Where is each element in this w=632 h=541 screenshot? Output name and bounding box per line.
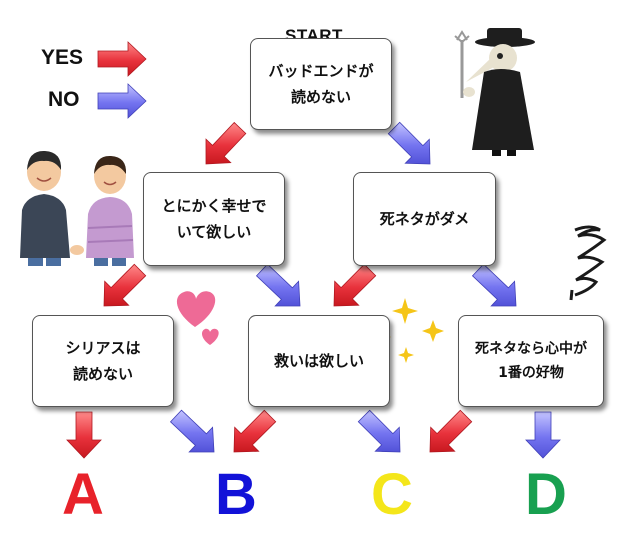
arrow-noserious-no — [169, 409, 215, 453]
arrow-nodeath-no — [471, 263, 517, 307]
plague-doctor-illustration — [454, 28, 535, 156]
start-node: バッドエンドが 読めない — [250, 38, 392, 130]
legend-yes-label: YES — [41, 46, 84, 69]
couple-illustration — [20, 150, 134, 266]
arrow-start-no — [387, 121, 431, 165]
arrow-nodeath-yes — [333, 263, 377, 307]
result-b: B — [215, 462, 257, 527]
heart-icon — [176, 291, 219, 345]
result-a: A — [62, 462, 104, 527]
legend-no-label: NO — [48, 88, 80, 111]
love-death-node: 死ネタなら心中が 1番の好物 — [458, 315, 604, 407]
no-death-node: 死ネタがダメ — [353, 172, 496, 266]
arrow-lovedeath-no — [525, 411, 561, 459]
arrow-happy-yes — [103, 263, 147, 307]
spiral-icon — [569, 225, 607, 301]
arrow-happy-no — [255, 263, 301, 307]
no-serious-node: シリアスは 読めない — [32, 315, 174, 407]
want-salvation-node: 救いは欲しい — [248, 315, 390, 407]
happy-node: とにかく幸せで いて欲しい — [143, 172, 285, 266]
arrow-noserious-yes — [66, 411, 102, 459]
legend-no-arrow — [97, 83, 147, 119]
arrow-lovedeath-yes — [429, 409, 473, 453]
arrow-start-yes — [205, 121, 247, 165]
flow-arrows — [66, 41, 561, 459]
arrow-salvation-yes — [233, 409, 277, 453]
arrow-salvation-no — [357, 409, 401, 453]
legend-yes-arrow — [97, 41, 147, 77]
result-d: D — [525, 462, 567, 527]
result-c: C — [371, 462, 413, 527]
